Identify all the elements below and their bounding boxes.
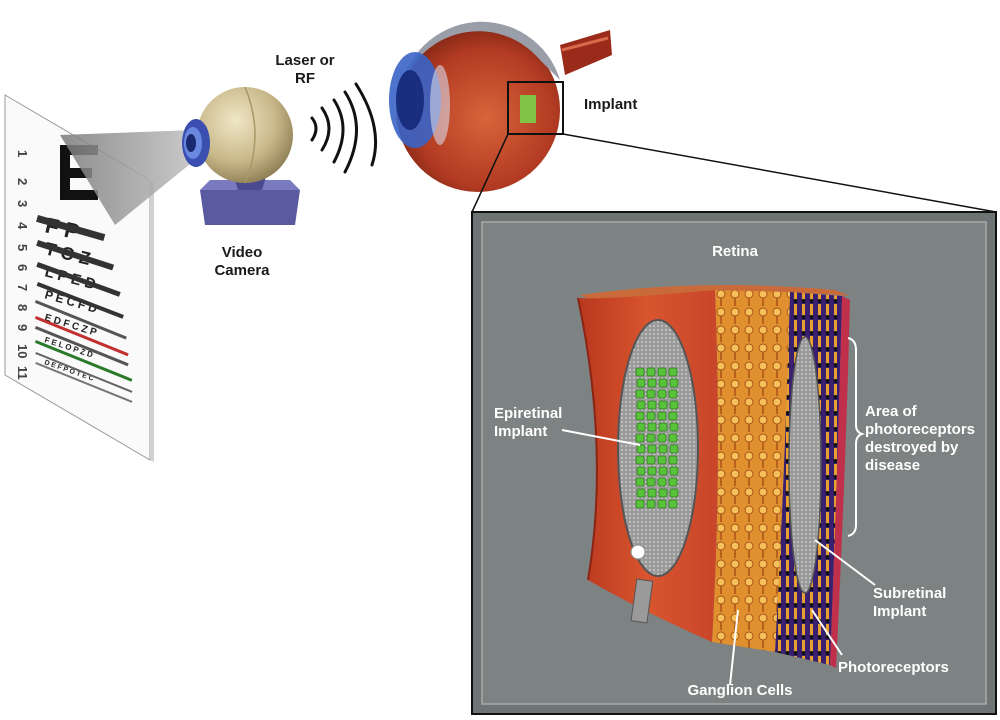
retina-inset <box>471 211 997 715</box>
electrode <box>636 466 646 476</box>
camera-view-beam <box>60 130 195 225</box>
electrode <box>647 422 657 432</box>
electrode <box>668 433 678 443</box>
electrode <box>658 378 668 388</box>
electrode <box>636 488 646 498</box>
svg-text:6: 6 <box>15 264 30 271</box>
electrode <box>636 444 646 454</box>
subretinal-implant-label-line2: Implant <box>873 603 927 620</box>
electrode <box>657 499 667 509</box>
electrode <box>646 433 656 443</box>
svg-text:2: 2 <box>15 178 30 185</box>
video-camera-label-line1: Video <box>221 244 263 261</box>
electrode <box>635 477 645 487</box>
electrode <box>668 499 678 509</box>
electrode <box>647 444 657 454</box>
photoreceptor-area-label-line2: photoreceptors <box>865 421 976 438</box>
electrode <box>646 411 656 421</box>
eye-chart-line-numbers: 1 2 3 4 5 6 7 8 9 10 11 <box>15 150 30 380</box>
photoreceptor-area-label-line3: destroyed by <box>865 439 959 456</box>
epiretinal-implant <box>617 319 699 624</box>
photoreceptor-area-bracket <box>847 337 866 537</box>
svg-text:9: 9 <box>15 324 30 331</box>
video-camera-label-line2: Camera <box>214 262 270 279</box>
laser-rf-label-line2: RF <box>294 70 315 87</box>
electrode <box>646 389 656 399</box>
electrode <box>669 466 679 476</box>
svg-text:7: 7 <box>15 284 30 291</box>
electrode <box>636 422 646 432</box>
eye-chart-small-rows <box>34 215 133 403</box>
electrode <box>636 400 646 410</box>
svg-text:11: 11 <box>15 366 30 380</box>
electrode <box>635 389 645 399</box>
electrode <box>658 422 668 432</box>
electrode <box>668 367 678 377</box>
electrode <box>669 378 679 388</box>
electrode <box>657 455 667 465</box>
subretinal-implant-label: Subretinal Implant <box>873 585 946 621</box>
leader-lines <box>561 429 876 686</box>
electrode <box>635 411 645 421</box>
electrode <box>646 455 656 465</box>
subretinal-implant-label-line1: Subretinal <box>873 585 947 602</box>
ganglion-cells-label: Ganglion Cells <box>687 682 793 699</box>
retina-label: Retina <box>712 243 758 260</box>
svg-text:8: 8 <box>15 304 30 311</box>
electrode <box>635 499 645 509</box>
svg-text:10: 10 <box>15 344 30 358</box>
rf-waves <box>310 82 378 174</box>
electrode <box>658 466 668 476</box>
laser-rf-label: Laser or RF <box>275 52 334 88</box>
video-camera <box>182 86 300 225</box>
electrode <box>658 400 668 410</box>
epiretinal-implant-label-line1: Epiretinal <box>494 405 563 422</box>
electrode <box>657 367 667 377</box>
implant-label: Implant <box>584 96 638 113</box>
electrode <box>668 477 678 487</box>
electrode <box>646 499 656 509</box>
epiretinal-implant-label-line2: Implant <box>494 423 548 440</box>
epiretinal-electrode-grid <box>635 367 679 509</box>
photoreceptor-area-label-line4: disease <box>865 457 921 474</box>
subretinal-implant <box>788 336 822 594</box>
electrode <box>635 367 645 377</box>
electrode <box>646 367 656 377</box>
electrode <box>668 389 678 399</box>
electrode <box>657 477 667 487</box>
svg-text:1: 1 <box>15 150 30 157</box>
electrode <box>657 411 667 421</box>
photoreceptor-area-label: Area of photoreceptors destroyed by dise… <box>865 403 975 475</box>
electrode <box>636 378 646 388</box>
svg-text:5: 5 <box>15 244 30 251</box>
electrode <box>635 433 645 443</box>
electrode <box>658 488 668 498</box>
epiretinal-implant-label: Epiretinal Implant <box>494 405 562 441</box>
electrode <box>658 444 668 454</box>
svg-text:3: 3 <box>15 200 30 207</box>
eye-implant-marker <box>507 81 564 135</box>
laser-rf-label-line1: Laser or <box>275 52 335 69</box>
electrode <box>669 400 679 410</box>
electrode <box>647 466 657 476</box>
electrode <box>669 488 679 498</box>
svg-text:4: 4 <box>15 222 30 230</box>
electrode <box>635 455 645 465</box>
electrode <box>647 400 657 410</box>
electrode <box>669 444 679 454</box>
electrode <box>668 455 678 465</box>
video-camera-label: Video Camera <box>214 244 269 280</box>
electrode <box>647 378 657 388</box>
electrode <box>669 422 679 432</box>
eye <box>389 21 612 192</box>
photoreceptor-area-label-line1: Area of <box>865 403 917 420</box>
electrode <box>657 433 667 443</box>
zoom-lines <box>471 133 997 213</box>
photoreceptors-label: Photoreceptors <box>838 659 949 676</box>
electrode <box>646 477 656 487</box>
electrode <box>668 411 678 421</box>
electrode <box>647 488 657 498</box>
electrode <box>657 389 667 399</box>
